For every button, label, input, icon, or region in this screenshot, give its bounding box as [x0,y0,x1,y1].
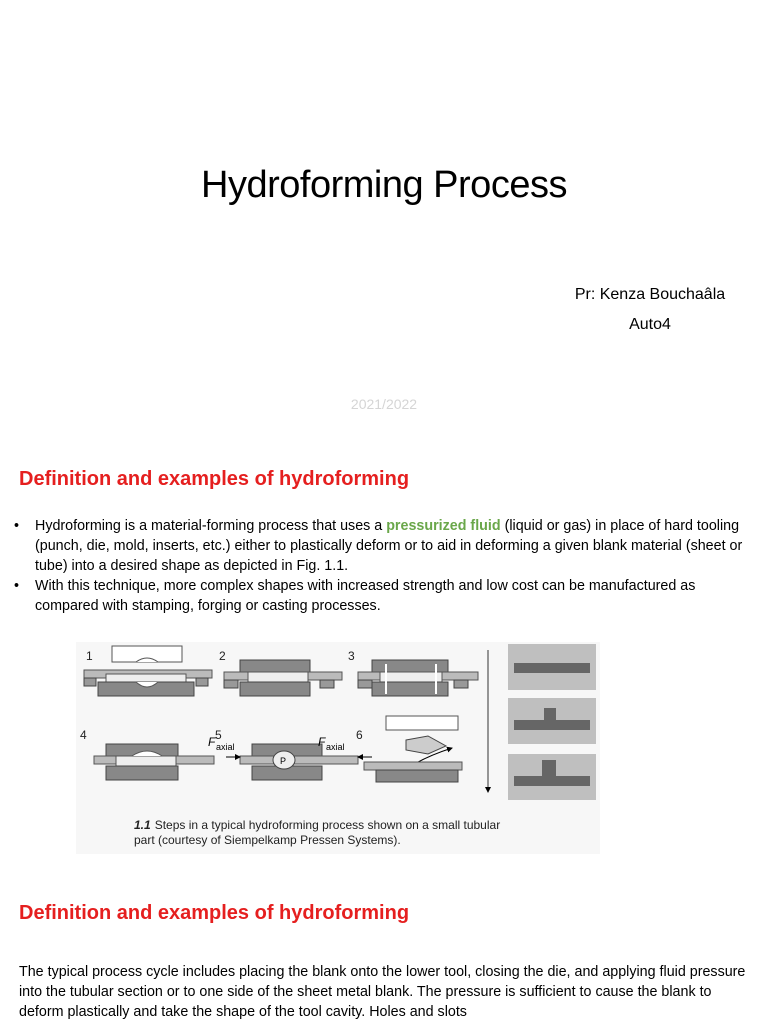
force-subscript: axial [216,742,235,752]
step-3-diagram [357,659,479,697]
caption-text: part (courtesy of Siempelkamp Pressen Sy… [134,833,401,847]
presentation-title: Hydroforming Process [201,164,567,206]
bullet-item: • Hydroforming is a material-forming pro… [12,516,760,576]
caption-number: 1.1 [134,818,151,832]
title-slide: Hydroforming Process Pr: Kenza Bouchaâla… [0,0,768,440]
hydroforming-figure: 1 2 3 4 5 6 [76,642,600,854]
bullet-icon: • [14,518,20,534]
process-cycle-slide: Definition and examples of hydroforming … [0,870,768,1024]
step-6-diagram [363,715,463,783]
author-block: Pr: Kenza Bouchaâla Auto4 [560,280,740,340]
highlight-text: pressurized fluid [386,518,501,534]
step-1-diagram [83,645,213,697]
pressure-label: P [280,756,286,766]
part-photos [508,644,596,800]
step-label: 5 [215,728,222,742]
force-subscript: axial [326,742,345,752]
body-paragraph: The typical process cycle includes placi… [19,964,746,1020]
step-label: 6 [356,728,363,742]
bullet-item: • With this technique, more complex shap… [12,576,760,616]
step-label: 1 [86,649,93,663]
step-label: 4 [80,728,87,742]
force-label: F [318,735,326,749]
caption-text: Steps in a typical hydroforming process … [154,818,501,832]
author-name: Pr: Kenza Bouchaâla [574,286,726,303]
step-label: 3 [348,649,355,663]
definition-slide: Definition and examples of hydroforming … [0,440,768,870]
slide-heading: Definition and examples of hydroforming [19,902,410,924]
bullet-text: Hydroforming is a material-forming proce… [35,518,387,534]
step-2-diagram [223,659,343,697]
bullet-list: • Hydroforming is a material-forming pro… [12,516,760,616]
step-5-diagram: P F axial F axial [208,735,372,781]
process-diagram: 1 2 3 4 5 6 [80,644,596,800]
author-class: Auto4 [629,316,671,333]
bullet-text: (liquid or gas) in place of hard tooling… [35,518,743,574]
academic-year: 2021/2022 [350,396,418,412]
force-label: F [208,735,216,749]
step-4-diagram [93,743,215,781]
step-label: 2 [219,649,226,663]
slide-heading: Definition and examples of hydroforming [19,468,410,490]
bullet-icon: • [14,578,20,594]
bullet-text: With this technique, more complex shapes… [35,578,696,614]
